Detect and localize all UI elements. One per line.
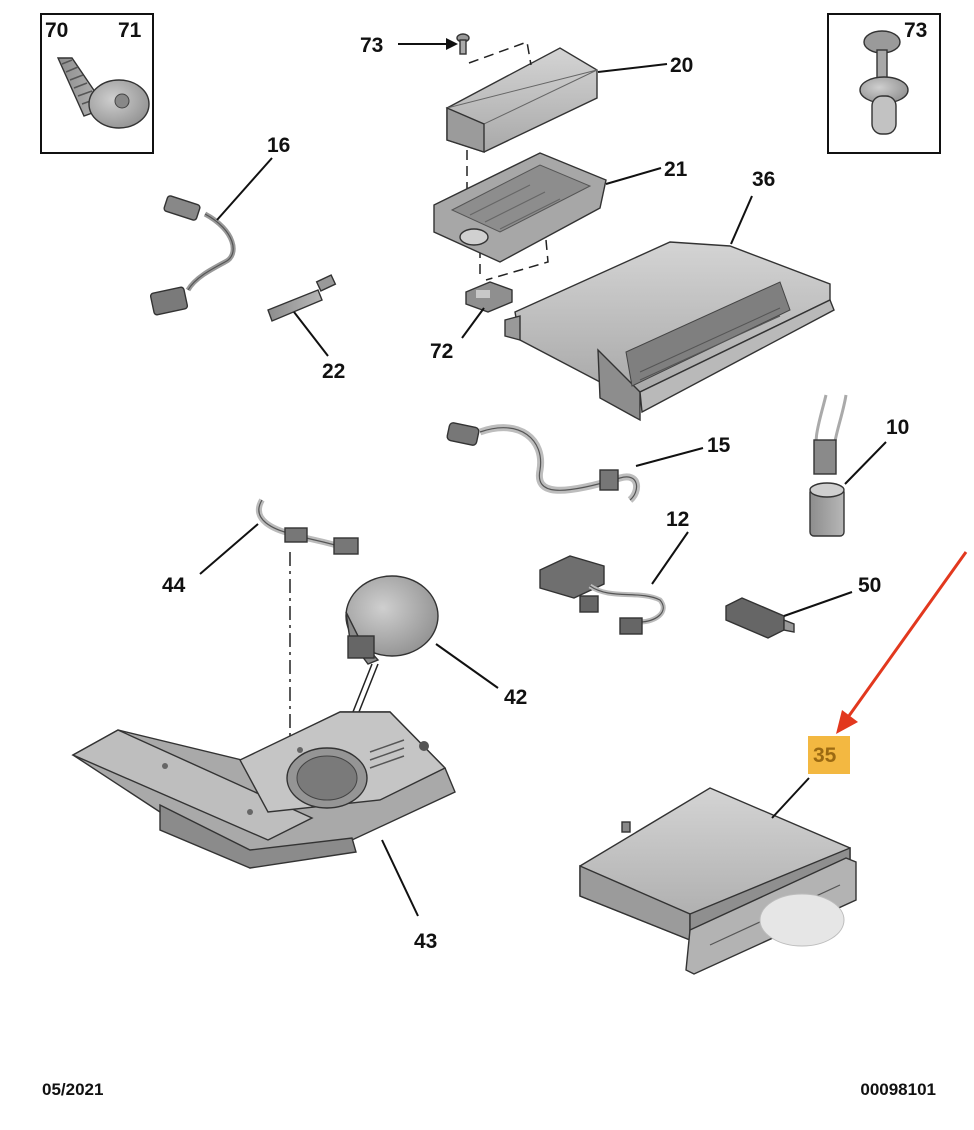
callout-44: 44 xyxy=(162,574,186,597)
screw-inset-left: 70 71 xyxy=(40,13,154,154)
callout-21: 21 xyxy=(664,158,688,181)
push-rivet-icon xyxy=(859,30,909,135)
inset-label-73: 73 xyxy=(904,19,927,42)
callout-43: 43 xyxy=(414,930,437,953)
part-36-tray-housing xyxy=(504,241,835,422)
part-72-clip xyxy=(465,281,513,313)
callout-15: 15 xyxy=(707,434,731,457)
callout-16: 16 xyxy=(267,134,290,157)
part-20-cover xyxy=(445,47,598,153)
part-43-mounting-plate xyxy=(71,711,456,869)
inset-label-71: 71 xyxy=(118,19,142,42)
callout-42: 42 xyxy=(504,686,527,709)
part-15-cable-harness xyxy=(446,422,640,503)
rivet-inset-right: 73 xyxy=(827,13,941,154)
part-22-rod xyxy=(267,274,337,322)
part-10-socket xyxy=(809,394,848,537)
callout-73: 73 xyxy=(360,34,383,57)
callout-72: 72 xyxy=(430,340,453,363)
part-21-bracket xyxy=(433,152,607,263)
footer-reference: 00098101 xyxy=(860,1080,936,1099)
part-16-cable xyxy=(149,195,236,316)
red-arrow-icon xyxy=(836,710,858,734)
part-73-rivet xyxy=(456,33,470,55)
callout-36: 36 xyxy=(752,168,775,191)
callout-10: 10 xyxy=(886,416,909,439)
callout-labels: 73 20 16 21 36 22 72 15 10 12 44 50 42 3… xyxy=(162,34,909,953)
part-35-head-unit xyxy=(579,787,857,975)
callout-35: 35 xyxy=(813,744,837,767)
part-44-cable xyxy=(255,498,359,555)
leader-lines xyxy=(199,43,887,917)
part-12-harness xyxy=(539,555,666,635)
footer-date: 05/2021 xyxy=(42,1080,104,1099)
part-50-usb-module xyxy=(725,597,795,639)
self-tapping-screw-icon xyxy=(56,57,150,129)
callout-50: 50 xyxy=(858,574,881,597)
callout-22: 22 xyxy=(322,360,345,383)
inset-label-70: 70 xyxy=(45,19,68,42)
callout-12: 12 xyxy=(666,508,689,531)
part-42-speaker xyxy=(345,575,439,665)
highlight-35 xyxy=(808,551,968,774)
callout-20: 20 xyxy=(670,54,693,77)
arrow-head-73 xyxy=(446,38,458,50)
